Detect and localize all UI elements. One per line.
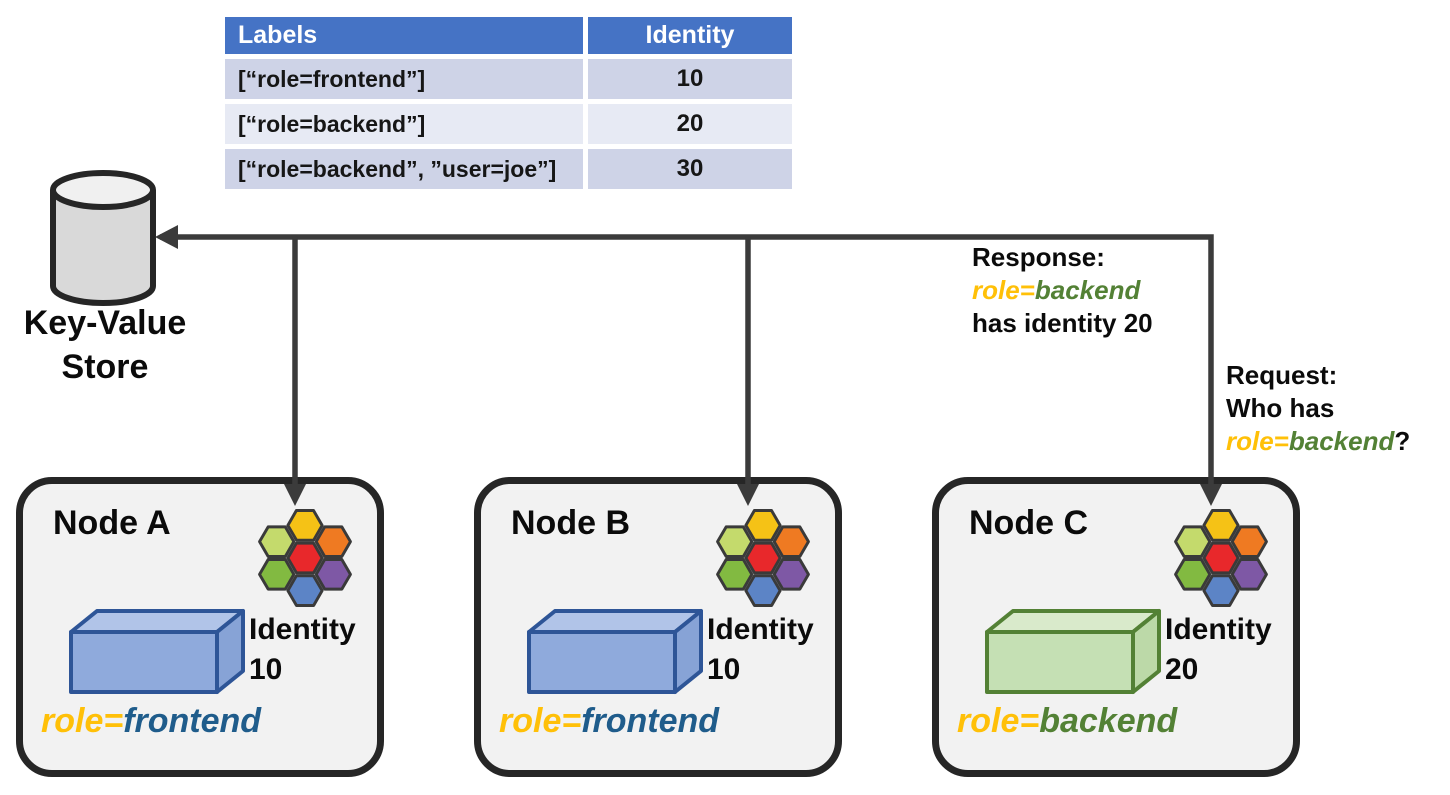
role-label: role=backend xyxy=(957,702,1177,741)
table-row-1-labels: [“role=backend”] xyxy=(225,104,583,144)
table-row-0-labels: [“role=frontend”] xyxy=(225,59,583,99)
request-role-key: role= xyxy=(1226,426,1289,456)
role-label: role=frontend xyxy=(41,702,261,741)
table-row-2-labels: [“role=backend”, ”user=joe”] xyxy=(225,149,583,189)
request-role-line: role=backend? xyxy=(1226,425,1410,458)
table-header-identity: Identity xyxy=(588,17,792,54)
role-label: role=frontend xyxy=(499,702,719,741)
identity-block: Identity 20 xyxy=(1165,610,1272,690)
response-role-line: role=backend xyxy=(972,274,1153,307)
identity-label: Identity xyxy=(707,613,814,646)
table-row-2-identity: 30 xyxy=(588,149,792,189)
role-key: role= xyxy=(957,702,1040,740)
identity-block: Identity 10 xyxy=(249,610,356,690)
role-key: role= xyxy=(499,702,582,740)
identity-box-3d xyxy=(527,609,703,694)
response-detail: has identity 20 xyxy=(972,308,1153,338)
response-annotation: Response: role=backend has identity 20 xyxy=(972,241,1153,340)
identity-block: Identity 10 xyxy=(707,610,814,690)
node-title: Node B xyxy=(511,504,630,542)
table-header-labels: Labels xyxy=(225,17,583,54)
identity-value: 10 xyxy=(249,653,283,686)
node-card-c: Node C Identity 20 role=backend xyxy=(932,477,1300,777)
cilium-logo-icon xyxy=(1174,509,1268,607)
response-title: Response: xyxy=(972,242,1105,272)
node-card-b: Node B Identity 10 role=frontend xyxy=(474,477,842,777)
arrowhead-kvstore xyxy=(155,225,178,249)
identity-box-3d xyxy=(985,609,1161,694)
identity-value: 10 xyxy=(707,653,741,686)
role-value: frontend xyxy=(123,702,262,740)
cilium-logo-icon xyxy=(716,509,810,607)
response-role-value: backend xyxy=(1034,275,1141,305)
table-row-1-identity: 20 xyxy=(588,104,792,144)
kv-store-label-line2: Store xyxy=(61,348,149,386)
table-row-0-identity: 10 xyxy=(588,59,792,99)
role-value: frontend xyxy=(581,702,720,740)
role-value: backend xyxy=(1039,702,1178,740)
request-title: Request: xyxy=(1226,360,1338,390)
node-card-a: Node A Identity 10 role=frontend xyxy=(16,477,384,777)
node-title: Node A xyxy=(53,504,171,542)
request-role-value: backend xyxy=(1288,426,1395,456)
kv-store-label-line1: Key-Value xyxy=(23,304,187,342)
identity-label: Identity xyxy=(1165,613,1272,646)
database-icon xyxy=(50,170,156,306)
request-suffix: ? xyxy=(1394,426,1411,456)
kv-store-label: Key-Value Store xyxy=(0,301,210,389)
role-key: role= xyxy=(41,702,124,740)
request-line2: Who has xyxy=(1226,393,1335,423)
node-title: Node C xyxy=(969,504,1088,542)
identity-box-3d xyxy=(69,609,245,694)
identity-table: Labels Identity [“role=frontend”] 10 [“r… xyxy=(225,17,792,189)
response-role-key: role= xyxy=(972,275,1035,305)
identity-label: Identity xyxy=(249,613,356,646)
request-annotation: Request: Who has role=backend? xyxy=(1226,359,1410,458)
identity-value: 20 xyxy=(1165,653,1199,686)
cilium-logo-icon xyxy=(258,509,352,607)
